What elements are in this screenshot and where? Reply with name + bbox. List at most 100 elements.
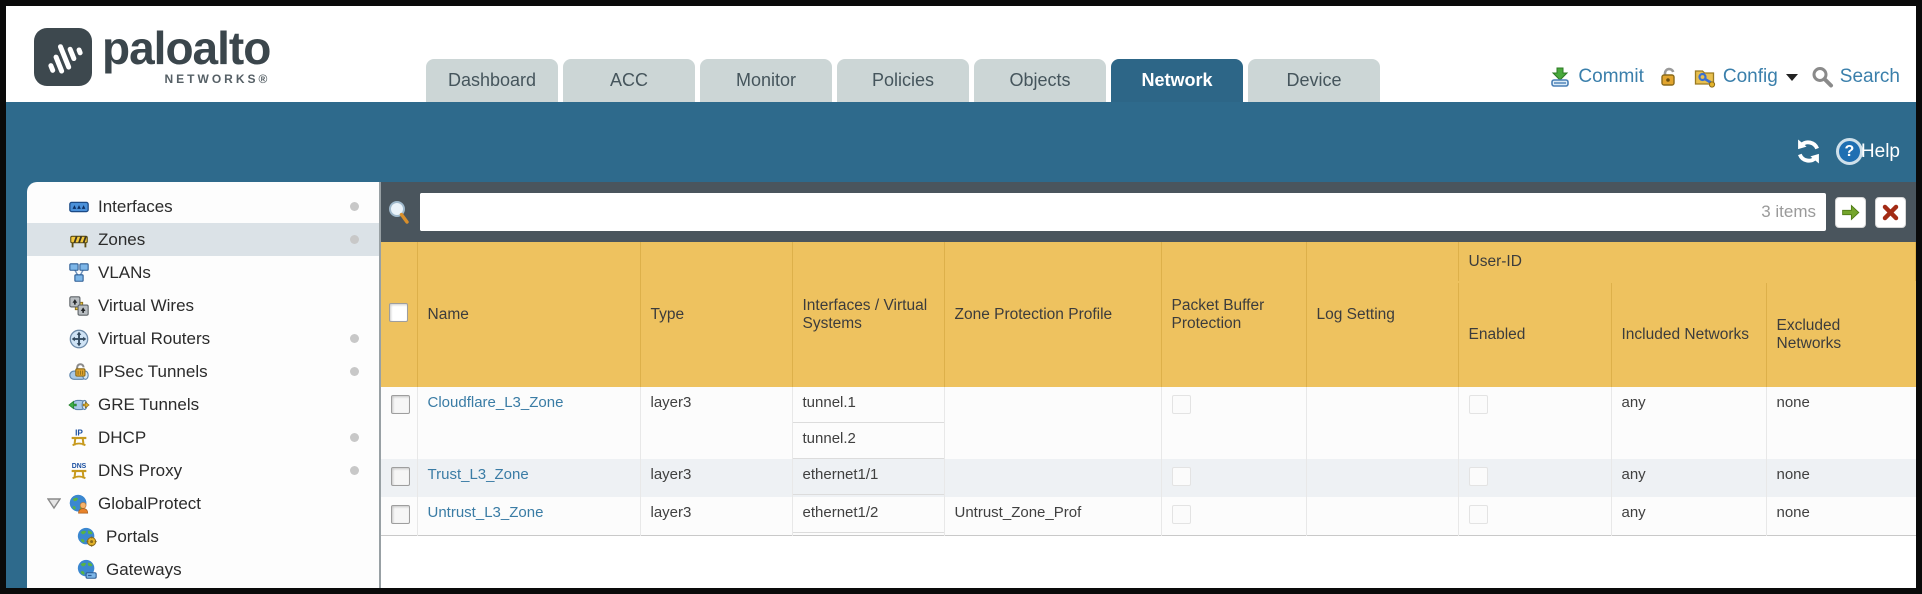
virtual-wires-icon xyxy=(67,295,91,317)
search-icon xyxy=(1812,67,1833,88)
sidebar-item-virtual-wires[interactable]: Virtual Wires xyxy=(27,289,379,322)
zones-icon xyxy=(67,229,91,251)
virtual-routers-icon xyxy=(67,328,91,350)
sidebar-item-label: IPSec Tunnels xyxy=(98,361,208,381)
sidebar-item-ipsec-tunnels[interactable]: IPSec Tunnels xyxy=(27,355,379,388)
zone-name-link[interactable]: Trust_L3_Zone xyxy=(427,466,529,483)
log-setting xyxy=(1306,497,1459,536)
refresh-icon[interactable] xyxy=(1795,138,1822,165)
col-header-log-setting[interactable]: Log Setting xyxy=(1306,242,1459,387)
excluded-networks: none xyxy=(1776,504,1810,521)
filter-input[interactable] xyxy=(420,193,1762,231)
sidebar-item-label: Interfaces xyxy=(98,196,173,216)
tab-network[interactable]: Network xyxy=(1111,59,1243,102)
left-accent-strip xyxy=(6,182,27,588)
lock-icon[interactable] xyxy=(1656,65,1680,89)
user-id-enabled-checkbox[interactable] xyxy=(1468,395,1488,414)
zone-interface: tunnel.1 xyxy=(792,387,944,423)
green-arrow-icon xyxy=(1842,203,1860,221)
col-header-included-networks[interactable]: Included Networks xyxy=(1611,282,1767,387)
zones-table: Name Type Interfaces / Virtual Systems Z… xyxy=(381,242,1916,536)
brand-name: paloalto xyxy=(102,22,271,74)
sidebar-item-label: GlobalProtect xyxy=(98,493,201,513)
sidebar-item-label: Zones xyxy=(98,229,146,249)
sidebar-item-dns-proxy[interactable]: DNS DNS Proxy xyxy=(27,454,379,487)
user-id-group-header: User-ID xyxy=(1458,242,1916,283)
sidebar-item-interfaces[interactable]: Interfaces xyxy=(27,190,379,223)
paloalto-logo-icon xyxy=(34,28,92,86)
zone-type: layer3 xyxy=(640,387,793,459)
brand-subtitle: NETWORKS® xyxy=(164,72,271,86)
table-row-untrust: Untrust_L3_Zone layer3 ethernet1/2 Untru… xyxy=(381,497,1916,536)
tab-policies[interactable]: Policies xyxy=(837,59,969,102)
dns-proxy-icon: DNS xyxy=(67,460,91,482)
config-label: Config xyxy=(1722,66,1778,87)
globalprotect-icon xyxy=(67,493,91,515)
col-header-enabled[interactable]: Enabled xyxy=(1458,282,1612,387)
log-setting xyxy=(1306,387,1459,459)
zone-name-link[interactable]: Untrust_L3_Zone xyxy=(427,504,544,521)
excluded-networks: none xyxy=(1776,466,1810,483)
sidebar-item-label: DNS Proxy xyxy=(98,460,183,480)
tab-acc[interactable]: ACC xyxy=(563,59,695,102)
help-label: Help xyxy=(1860,140,1900,162)
sidebar-item-dhcp[interactable]: IP DHCP xyxy=(27,421,379,454)
sidebar-item-label: Virtual Wires xyxy=(98,295,195,315)
packet-buffer-checkbox[interactable] xyxy=(1171,467,1191,486)
col-header-packet-buffer-protection[interactable]: Packet Buffer Protection xyxy=(1161,242,1307,387)
help-button[interactable]: ? Help xyxy=(1835,138,1900,165)
paloalto-logo: paloalto NETWORKS® xyxy=(34,22,271,86)
packet-buffer-checkbox[interactable] xyxy=(1171,395,1191,414)
svg-text:DNS: DNS xyxy=(72,462,87,469)
portals-icon xyxy=(75,526,99,548)
expand-arrow-icon[interactable] xyxy=(47,497,61,510)
sidebar-item-label: DHCP xyxy=(98,427,147,447)
table-row-cloudflare: Cloudflare_L3_Zone layer3 tunnel.1 tunne… xyxy=(381,387,1916,459)
apply-filter-button[interactable] xyxy=(1835,196,1866,228)
sidebar-item-label: Virtual Routers xyxy=(98,328,211,348)
row-checkbox[interactable] xyxy=(391,395,410,414)
sidebar-item-zones[interactable]: Zones xyxy=(27,223,379,256)
col-header-excluded-networks[interactable]: Excluded Networks xyxy=(1766,282,1916,387)
col-header-zone-protection-profile[interactable]: Zone Protection Profile xyxy=(944,242,1162,387)
red-x-icon xyxy=(1882,204,1899,220)
commit-button[interactable]: Commit xyxy=(1548,65,1644,89)
sidebar-item-label: Portals xyxy=(106,526,159,546)
select-all-checkbox[interactable] xyxy=(389,302,408,322)
clear-filter-button[interactable] xyxy=(1875,196,1906,228)
network-sidebar: Interfaces Zones VLANs xyxy=(27,182,379,588)
sidebar-item-gre-tunnels[interactable]: GRE Tunnels xyxy=(27,388,379,421)
filter-bar: 3 items xyxy=(381,182,1916,242)
sidebar-item-globalprotect[interactable]: GlobalProtect xyxy=(27,487,379,520)
search-button[interactable]: Search xyxy=(1810,65,1900,89)
tab-monitor[interactable]: Monitor xyxy=(700,59,832,102)
filter-input-box: 3 items xyxy=(420,193,1826,231)
row-checkbox[interactable] xyxy=(391,467,410,486)
status-dot xyxy=(350,367,359,376)
sidebar-item-portals[interactable]: Portals xyxy=(27,520,379,553)
commit-label: Commit xyxy=(1578,66,1644,87)
ipsec-tunnels-icon xyxy=(67,361,91,383)
sidebar-item-virtual-routers[interactable]: Virtual Routers xyxy=(27,322,379,355)
col-header-name[interactable]: Name xyxy=(417,242,641,387)
col-header-interfaces[interactable]: Interfaces / Virtual Systems xyxy=(792,242,945,387)
tab-device[interactable]: Device xyxy=(1248,59,1380,102)
packet-buffer-checkbox[interactable] xyxy=(1171,505,1191,524)
sidebar-item-label: VLANs xyxy=(98,262,151,282)
tab-objects[interactable]: Objects xyxy=(974,59,1106,102)
config-menu[interactable]: Config xyxy=(1692,65,1798,89)
zone-name-link[interactable]: Cloudflare_L3_Zone xyxy=(427,394,564,411)
zone-type: layer3 xyxy=(640,459,793,497)
status-dot xyxy=(350,433,359,442)
sidebar-item-vlans[interactable]: VLANs xyxy=(27,256,379,289)
row-checkbox[interactable] xyxy=(391,505,410,524)
tab-dashboard[interactable]: Dashboard xyxy=(426,59,558,102)
user-id-enabled-checkbox[interactable] xyxy=(1468,467,1488,486)
sidebar-item-gateways[interactable]: Gateways xyxy=(27,553,379,586)
user-id-enabled-checkbox[interactable] xyxy=(1468,505,1488,524)
svg-text:IP: IP xyxy=(75,428,83,437)
filter-search-icon xyxy=(389,201,409,224)
gateways-icon xyxy=(75,559,99,581)
config-icon xyxy=(1694,70,1715,88)
col-header-type[interactable]: Type xyxy=(640,242,793,387)
